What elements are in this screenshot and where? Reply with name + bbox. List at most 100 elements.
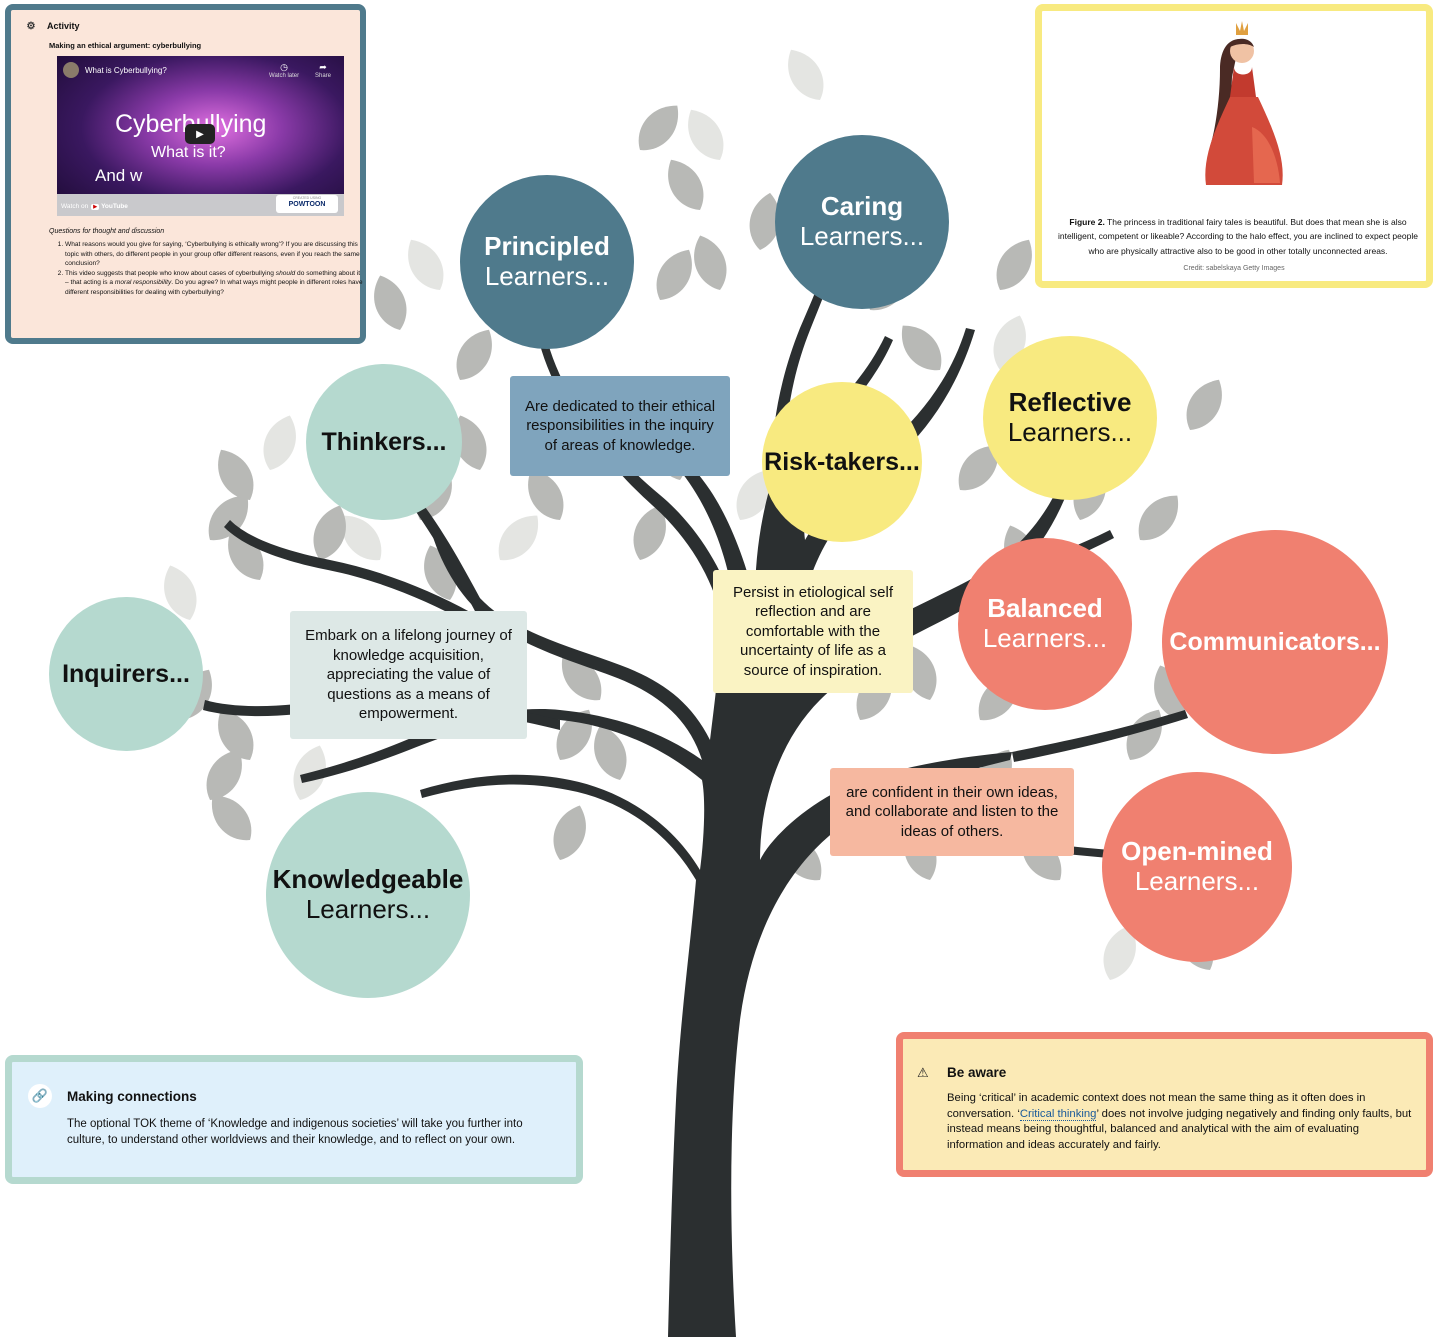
circle-title: Communicators...: [1169, 627, 1381, 656]
figure-credit: Credit: sabelskaya Getty Images: [1183, 265, 1285, 272]
open-minded-learners-circle: Open-mined Learners...: [1102, 772, 1292, 962]
be-aware-body: Being ‘critical’ in academic context doe…: [947, 1091, 1417, 1153]
be-aware-text: Being ‘critical’ in academic context doe…: [947, 1092, 1366, 1120]
box-text: are confident in their own ideas, and co…: [845, 783, 1059, 840]
question-item: What reasons would you give for saying, …: [65, 240, 365, 269]
leaf: [958, 445, 999, 491]
video-player[interactable]: What is Cyberbullying? ◷ Watch later ➦ S…: [57, 56, 344, 216]
circle-title: Inquirers...: [62, 659, 190, 688]
critical-thinking-link[interactable]: Critical thinking: [1019, 1107, 1097, 1121]
circle-title: Knowledgeable: [272, 864, 464, 895]
questions-heading: Questions for thought and discussion: [49, 228, 165, 235]
play-button[interactable]: ▶: [185, 124, 215, 144]
youtube-text: YouTube: [101, 203, 128, 210]
making-connections-panel: 🔗 Making connections The optional TOK th…: [5, 1055, 583, 1184]
figure-panel: Figure 2. The princess in traditional fa…: [1035, 4, 1433, 288]
question-2-text: do something about it – that acting is a: [65, 269, 361, 287]
questions-list: What reasons would you give for saying, …: [49, 240, 365, 297]
play-icon: ▶: [196, 128, 204, 140]
circle-subtitle: Learners...: [799, 221, 925, 251]
circle-subtitle: Learners...: [305, 894, 431, 924]
channel-avatar[interactable]: [63, 62, 79, 78]
figure-label: Figure 2.: [1069, 217, 1105, 227]
figure-caption: Figure 2. The princess in traditional fa…: [1052, 215, 1424, 258]
leaf: [218, 449, 254, 500]
balanced-learners-circle: Balanced Learners...: [958, 538, 1132, 710]
powtoon-badge: CREATED USING POWTOON: [276, 195, 338, 213]
leaf: [749, 192, 781, 250]
leaf: [341, 515, 382, 561]
video-title[interactable]: What is Cyberbullying?: [85, 66, 167, 75]
circle-subtitle: Learners...: [1134, 866, 1260, 896]
connections-title: Making connections: [67, 1089, 197, 1104]
youtube-play-icon: ▶: [91, 203, 100, 210]
clock-icon: ◷: [280, 62, 288, 72]
activity-panel: ⚙ Activity Making an ethical argument: c…: [5, 4, 366, 344]
box-text: Are dedicated to their ethical responsib…: [524, 397, 716, 454]
box-text: Embark on a lifelong journey of knowledg…: [305, 627, 512, 723]
powtoon-label: POWTOON: [288, 200, 326, 208]
leaf: [218, 709, 254, 760]
principled-learners-circle: Principled Learners...: [460, 175, 634, 349]
leaf: [1103, 925, 1136, 980]
leaf: [656, 249, 692, 300]
leaf: [211, 795, 252, 841]
watch-on-label: Watch on: [61, 203, 89, 210]
leaf: [456, 329, 492, 380]
share-button[interactable]: ➦ Share: [315, 62, 331, 79]
circle-subtitle: Learners...: [1007, 417, 1133, 447]
reflective-description-box: Persist in etiological self reflection a…: [713, 570, 913, 693]
leaf: [553, 805, 586, 860]
question-2-emphasis: moral responsibility: [114, 279, 172, 287]
be-aware-panel: ⚠ Be aware Being ‘critical’ in academic …: [896, 1032, 1433, 1177]
leaf: [1138, 495, 1179, 541]
leaf: [206, 749, 242, 800]
figure-caption-text: The princess in traditional fairy tales …: [1058, 217, 1418, 256]
princess-illustration: [1205, 21, 1283, 185]
box-text: Persist in etiological self reflection a…: [732, 583, 894, 679]
question-2-text: . Do you agree? In what ways might peopl…: [65, 279, 363, 296]
circle-title: Principled: [484, 231, 610, 262]
watch-on-youtube[interactable]: Watch on ▶ YouTube: [61, 203, 128, 210]
leaf: [694, 235, 727, 290]
communicators-description-box: are confident in their own ideas, and co…: [830, 768, 1074, 856]
leaf: [736, 469, 772, 520]
video-partial-text: And w: [95, 166, 143, 185]
share-icon: ➦: [319, 62, 327, 72]
activity-label: Activity: [47, 21, 80, 31]
link-icon-badge: 🔗: [28, 1084, 52, 1108]
warning-icon: ⚠: [917, 1065, 929, 1080]
thinkers-circle: Thinkers...: [306, 364, 462, 520]
leaf: [528, 469, 564, 520]
leaf: [594, 725, 627, 780]
inquirers-circle: Inquirers...: [49, 597, 203, 751]
circle-subtitle: Learners...: [484, 261, 610, 291]
powtoon-small-label: CREATED USING: [292, 196, 322, 200]
knowledgeable-learners-circle: Knowledgeable Learners...: [266, 792, 470, 998]
be-aware-text: ’ does not involve judging negatively an…: [947, 1107, 1412, 1151]
leaf: [454, 415, 487, 470]
leaf: [688, 109, 724, 160]
leaf: [313, 505, 346, 560]
youtube-logo: ▶ YouTube: [91, 203, 128, 210]
watch-later-button[interactable]: ◷ Watch later: [269, 62, 299, 79]
circle-title: Balanced: [987, 593, 1103, 624]
circle-title: Thinkers...: [321, 427, 447, 456]
inquirers-description-box: Embark on a lifelong journey of knowledg…: [290, 611, 527, 739]
be-aware-title: Be aware: [947, 1065, 1007, 1080]
leaf: [996, 239, 1032, 290]
watch-later-label: Watch later: [269, 73, 300, 79]
leaf: [498, 515, 539, 561]
leaf: [408, 239, 444, 290]
leaf: [668, 159, 704, 210]
principled-description-box: Are dedicated to their ethical responsib…: [510, 376, 730, 476]
circle-title: Reflective: [1008, 387, 1132, 418]
question-item: This video suggests that people who know…: [65, 269, 365, 298]
question-1-text: What reasons would you give for saying, …: [65, 241, 360, 268]
leaf: [901, 325, 942, 371]
leaf: [374, 275, 407, 330]
activity-icon: ⚙: [26, 20, 36, 32]
leaf: [638, 105, 679, 151]
share-label: Share: [315, 73, 332, 79]
question-2-text: This video suggests that people who know…: [65, 269, 276, 277]
